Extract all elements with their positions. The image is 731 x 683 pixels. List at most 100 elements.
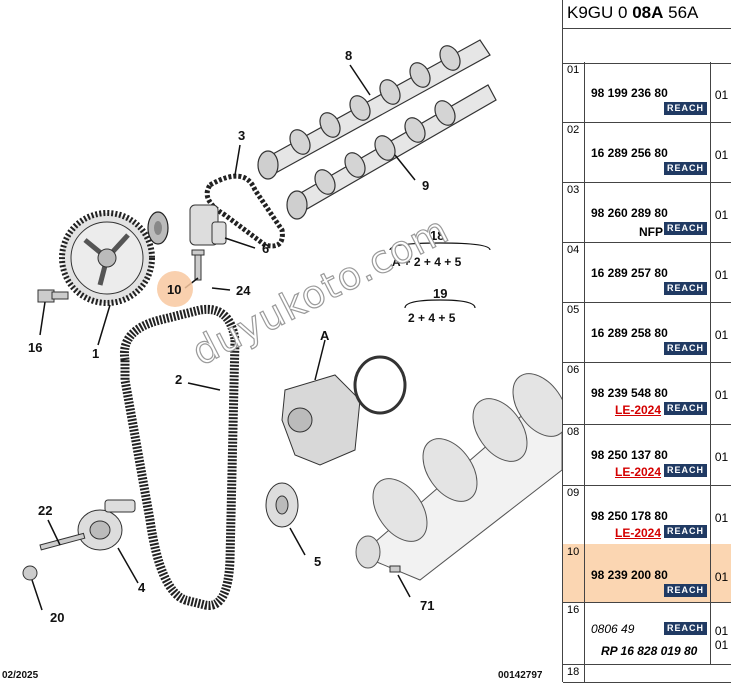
part-quantity: 01 (710, 424, 731, 485)
callout-6[interactable]: 6 (262, 241, 269, 256)
part-number[interactable]: 16 289 257 80 (591, 266, 668, 280)
reach-badge: REACH (663, 464, 707, 477)
part-number[interactable]: 98 250 137 80 (591, 448, 668, 462)
callout-3[interactable]: 3 (238, 128, 245, 143)
part-quantity: 01 (710, 544, 731, 602)
idler-roller-10[interactable] (147, 211, 169, 245)
callout-9[interactable]: 9 (422, 178, 429, 193)
callout-4[interactable]: 4 (138, 580, 146, 595)
callout-1[interactable]: 1 (92, 346, 99, 361)
key-71[interactable] (389, 565, 401, 573)
water-pump-A[interactable] (281, 374, 361, 466)
part-quantity: 01 (710, 182, 731, 242)
part-row-index: 16 (563, 602, 585, 664)
part-number[interactable]: 98 250 178 80 (591, 509, 668, 523)
stud-22[interactable] (39, 532, 86, 551)
callout-16[interactable]: 16 (28, 340, 42, 355)
part-quantity: 01 (710, 242, 731, 302)
reach-badge: REACH (663, 622, 707, 635)
reach-badge: REACH (663, 402, 707, 415)
part-number[interactable]: 98 239 548 80 (591, 386, 668, 400)
timing-belt-2[interactable] (119, 304, 240, 610)
callout-20[interactable]: 20 (50, 610, 64, 625)
bolt-16[interactable] (37, 289, 69, 303)
reach-badge: REACH (663, 282, 707, 295)
chain-tensioner-6[interactable] (189, 204, 227, 246)
reach-badge: REACH (663, 102, 707, 115)
reach-badge: REACH (663, 342, 707, 355)
callout-18[interactable]: 18 (430, 228, 444, 243)
bolt-24[interactable] (191, 249, 205, 281)
part-row-index: 01 (563, 62, 585, 122)
part-row-index: 04 (563, 242, 585, 302)
belt-tensioner-4[interactable] (77, 499, 136, 551)
part-number[interactable]: 16 289 258 80 (591, 326, 668, 340)
callout-5[interactable]: 5 (314, 554, 321, 569)
part-note: NFP (639, 225, 663, 239)
part-row-index: 18 (563, 664, 585, 682)
callout-10[interactable]: 10 (167, 282, 181, 297)
callout-highlight-10 (157, 271, 193, 307)
timing-chain-3[interactable] (204, 173, 285, 249)
nut-20[interactable] (22, 565, 38, 581)
engine-code-header: K9GU 0 08A 56A (563, 0, 731, 29)
header-spacer (563, 29, 731, 64)
reach-badge: REACH (663, 584, 707, 597)
camshaft-pulley-1[interactable] (59, 210, 155, 306)
group-brace-19 (404, 299, 476, 309)
part-number[interactable]: 16 289 256 80 (591, 146, 668, 160)
part-number[interactable]: 98 239 200 80 (591, 568, 668, 582)
callout-a[interactable]: A (320, 328, 330, 343)
part-row-index: 06 (563, 362, 585, 424)
reach-badge: REACH (663, 525, 707, 538)
part-quantity: 01 (710, 485, 731, 544)
part-row-index: 03 (563, 182, 585, 242)
part-number[interactable]: 98 199 236 80 (591, 86, 668, 100)
footer-reference: 00142797 (498, 670, 543, 681)
callout-19[interactable]: 19 (433, 286, 447, 301)
formula-18: A + 2 + 4 + 5 (392, 255, 462, 269)
part-quantity: 01 (710, 302, 731, 362)
callout-71[interactable]: 71 (420, 598, 434, 613)
part-row-index: 10 (563, 544, 585, 602)
part-row-index: 09 (563, 485, 585, 544)
formula-19: 2 + 4 + 5 (408, 311, 456, 325)
crankshaft (355, 373, 562, 581)
pump-gasket[interactable] (353, 355, 407, 415)
callout-22[interactable]: 22 (38, 503, 52, 518)
camshaft-8[interactable] (257, 39, 491, 180)
part-row-index: 02 (563, 122, 585, 182)
part-number[interactable]: 0806 49 (591, 622, 635, 636)
part-number[interactable]: 98 260 289 80 (591, 206, 668, 220)
callout-8[interactable]: 8 (345, 48, 352, 63)
idler-roller-5[interactable] (265, 482, 299, 528)
part-note: LE-2024 (615, 526, 662, 540)
part-note: LE-2024 (615, 465, 662, 479)
part-row-index: 08 (563, 424, 585, 485)
group-brace-18 (389, 242, 491, 251)
reach-badge: REACH (663, 162, 707, 175)
callout-2[interactable]: 2 (175, 372, 182, 387)
callout-24[interactable]: 24 (236, 283, 251, 298)
reach-badge: REACH (663, 222, 707, 235)
part-note: RP 16 828 019 80 (601, 644, 698, 658)
part-quantity: 01 (710, 122, 731, 182)
part-quantity: 01 (710, 62, 731, 122)
part-row-18[interactable]: 18 (563, 664, 731, 683)
camshaft-9[interactable] (286, 84, 497, 220)
footer-date: 02/2025 (2, 670, 39, 681)
part-quantity: 01 (710, 362, 731, 424)
